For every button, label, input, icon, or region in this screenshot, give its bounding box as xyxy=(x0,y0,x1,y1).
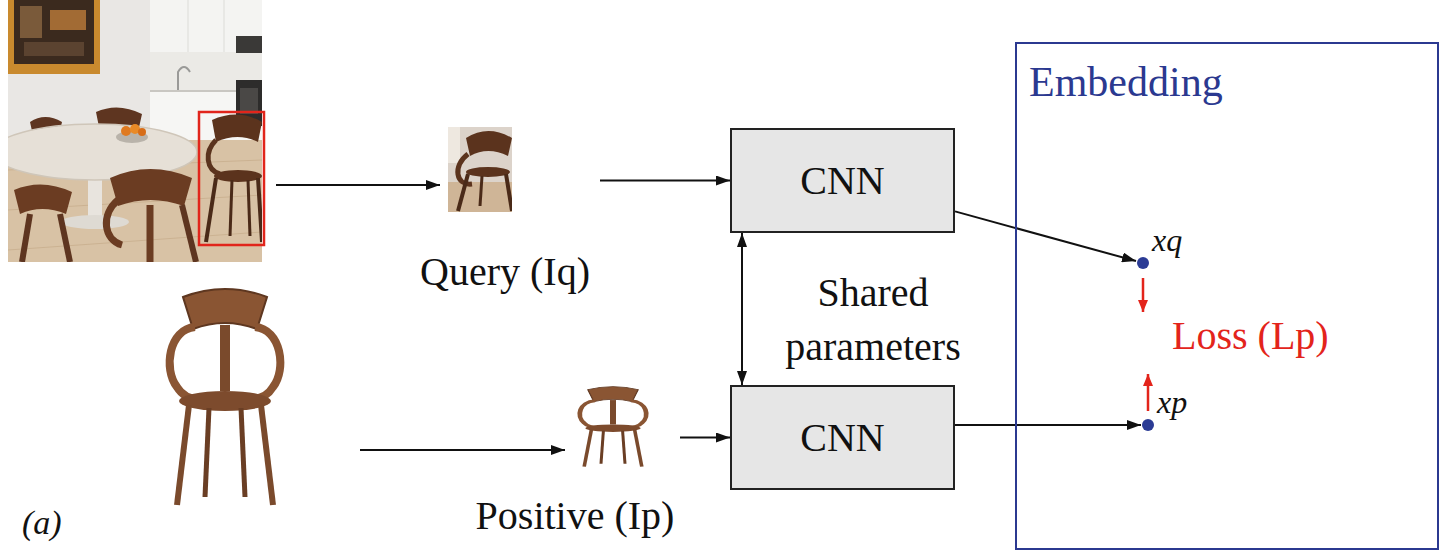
image-node: Positive (Ip) xyxy=(470,383,680,539)
connector-arrow xyxy=(680,437,730,439)
node-label: Positive (Ip) xyxy=(470,493,680,539)
fruit xyxy=(138,128,146,136)
cabinet-seam xyxy=(224,0,225,52)
node-label: CNN xyxy=(800,415,884,461)
chair-leg xyxy=(506,174,512,211)
loss-arrow xyxy=(1147,374,1150,411)
connector-arrow xyxy=(955,424,1141,426)
oven-window xyxy=(240,88,258,114)
crop-arrow xyxy=(276,184,440,186)
poster-detail xyxy=(24,42,84,56)
point-label: xp xyxy=(1157,384,1187,421)
microwave xyxy=(236,36,262,53)
node-label: Query (Iq) xyxy=(410,249,600,295)
poster-frame xyxy=(8,0,100,74)
chair-leg xyxy=(22,214,30,262)
poster-art xyxy=(14,0,94,64)
fruit xyxy=(121,126,131,136)
positive-chair-image xyxy=(580,387,646,467)
kitchen-photo xyxy=(8,0,262,262)
embedding-point: xp xyxy=(1141,418,1155,432)
crop-table xyxy=(448,127,460,163)
point-dot xyxy=(1137,257,1149,269)
table-base xyxy=(61,215,129,229)
connector-arrow xyxy=(955,211,1136,261)
connector-arrow xyxy=(741,233,743,385)
panel-title: Embedding xyxy=(1029,58,1223,106)
poster-detail xyxy=(50,10,86,30)
floor-plank xyxy=(8,232,262,250)
chair-leg xyxy=(182,205,196,262)
query-crop-image xyxy=(448,127,512,212)
embedding-point: xq xyxy=(1136,256,1150,270)
node-label: CNN xyxy=(800,158,884,204)
point-dot xyxy=(1142,419,1154,431)
crop-wall xyxy=(448,127,512,212)
edge-label: Shared parameters xyxy=(756,266,990,374)
chair-back xyxy=(466,131,512,156)
process-box: CNN xyxy=(730,128,955,233)
point-label-holder: xp xyxy=(1157,384,1187,421)
cabinet-seam xyxy=(188,0,189,52)
upper-cabinets xyxy=(150,0,262,52)
chair-arm xyxy=(106,200,122,245)
chair-seat xyxy=(214,170,262,182)
chair-leg xyxy=(206,178,216,242)
chair-leg xyxy=(230,180,232,236)
loss-arrow xyxy=(1142,278,1145,312)
chair-back xyxy=(14,184,72,214)
chair-leg xyxy=(480,176,482,206)
chair-arm xyxy=(208,140,220,174)
point-label-holder: xq xyxy=(1152,222,1182,259)
chair-back xyxy=(110,169,192,206)
chair-leg xyxy=(458,174,468,211)
process-box: CNN xyxy=(730,385,955,490)
faucet xyxy=(178,67,190,90)
selection-box xyxy=(199,112,264,245)
chair-back xyxy=(212,114,262,142)
chair-leg xyxy=(248,180,250,236)
image-node: Query (Iq) xyxy=(410,125,600,295)
loss-label: Loss (Lp) xyxy=(1172,312,1329,359)
resize-arrow xyxy=(360,449,565,451)
chair-leg xyxy=(60,214,70,262)
connector-arrow xyxy=(600,180,730,182)
embedding-panel: Embedding xq xp xyxy=(1015,42,1439,550)
panel-tag: (a) xyxy=(22,504,62,542)
chair-leg xyxy=(147,205,154,262)
poster-detail xyxy=(20,6,42,38)
chair-leg xyxy=(258,178,262,242)
product-chair-image xyxy=(170,289,281,505)
point-label: xq xyxy=(1152,222,1182,259)
chair-seat xyxy=(466,167,510,177)
